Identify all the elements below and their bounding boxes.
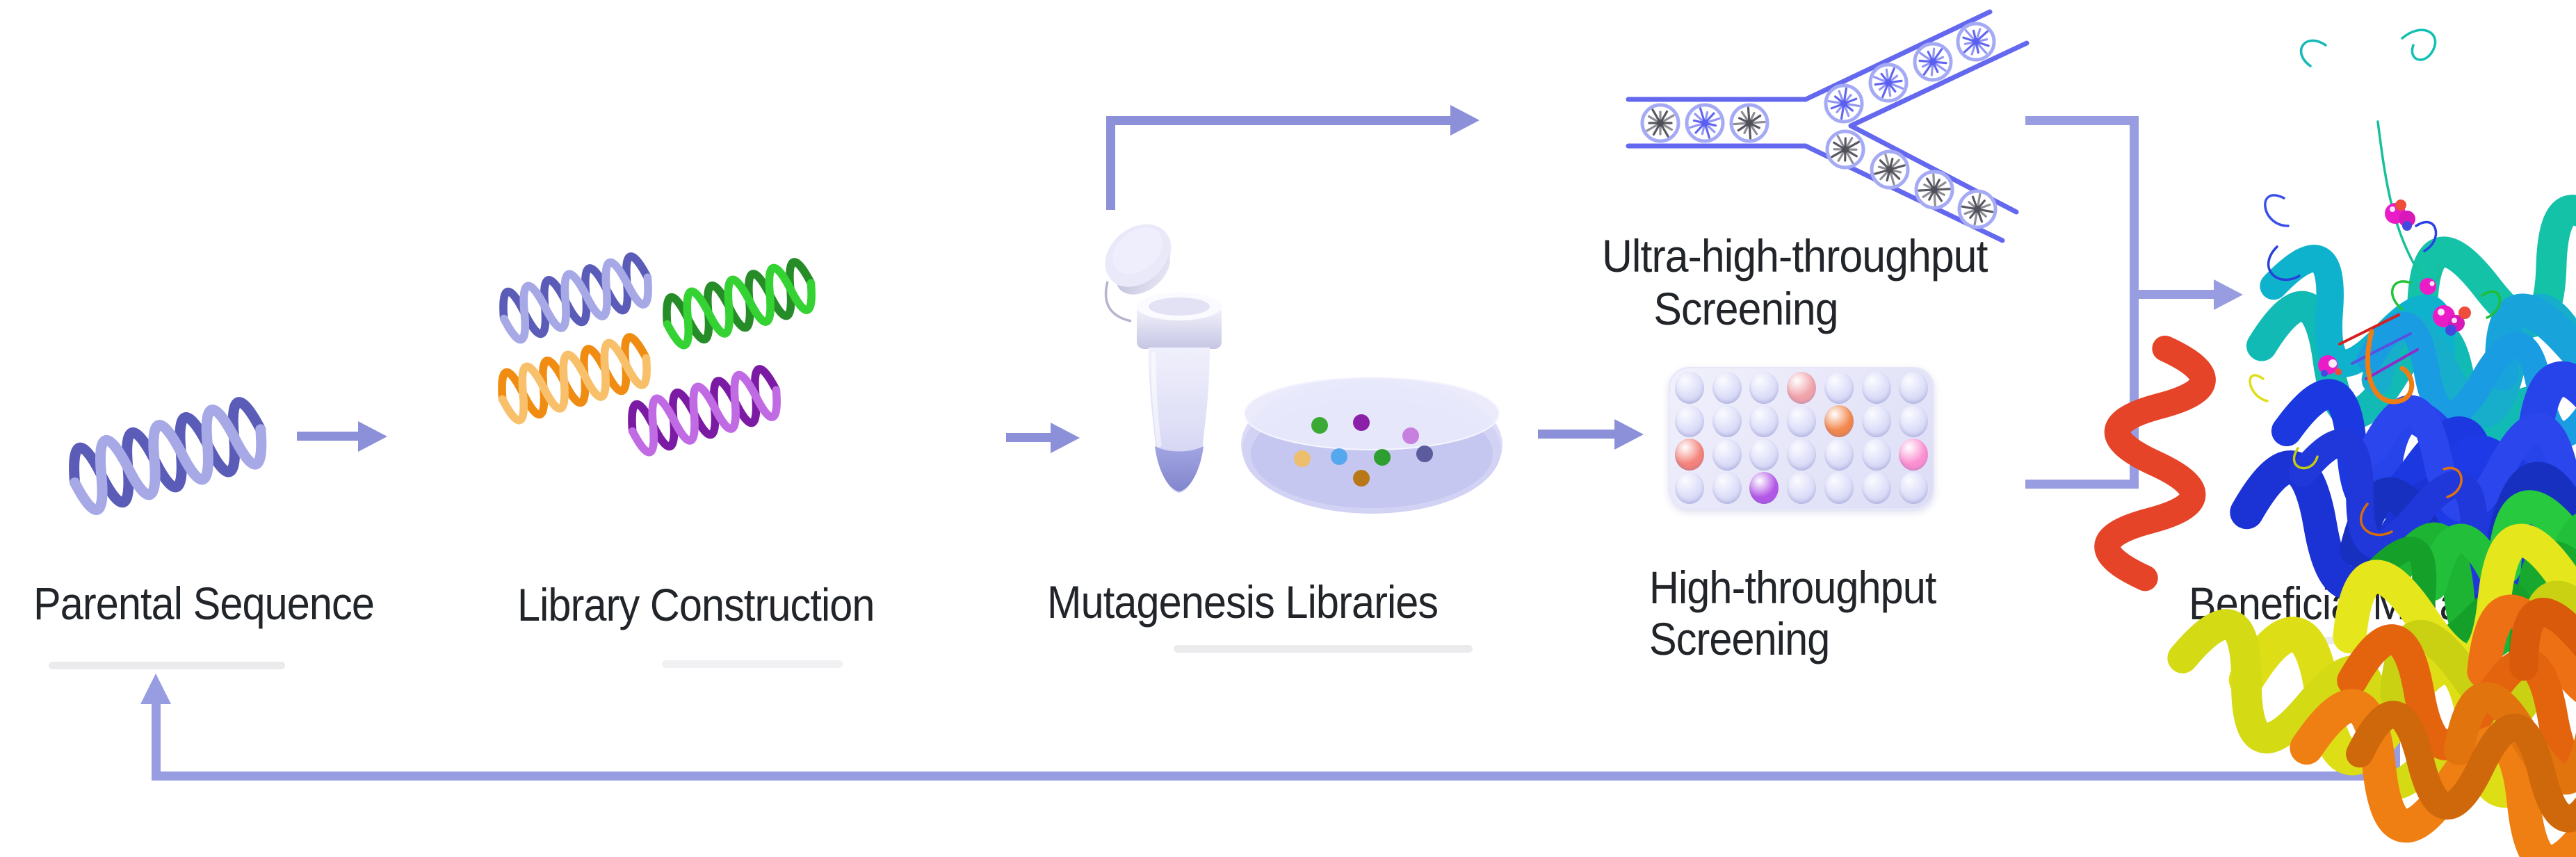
colony <box>1353 470 1370 487</box>
plate-well <box>1675 472 1704 504</box>
arrowhead-mutagenesis-to-hts <box>1614 419 1644 450</box>
label-mutagenesis-libraries: Mutagenesis Libraries <box>1047 576 1439 628</box>
ghost-mark <box>662 660 843 668</box>
colony <box>1294 450 1311 467</box>
parental-dna-helix-icon <box>65 398 270 514</box>
ligand-spheres <box>2318 199 2471 377</box>
droplet-blue <box>1868 63 1909 103</box>
colony <box>1402 427 1419 444</box>
plate-well <box>1899 439 1929 471</box>
colony <box>1353 414 1370 431</box>
droplet-gray <box>1825 129 1865 170</box>
microcentrifuge-tube-icon <box>1104 224 1222 493</box>
plate-well <box>1899 472 1929 504</box>
plate-well <box>1861 372 1891 404</box>
feedback-loop-arrowhead-up <box>140 674 171 704</box>
arrow-mutagenesis-to-uhts-horizontal <box>1106 116 1450 125</box>
plate-well <box>1824 439 1854 471</box>
plate-well <box>1712 439 1742 471</box>
tube-liquid <box>1155 446 1204 491</box>
plate-well <box>1787 472 1817 504</box>
droplet-blue <box>1956 22 1996 62</box>
droplet-blue <box>1824 83 1864 124</box>
colony <box>1311 417 1328 434</box>
plate-well <box>1861 405 1891 437</box>
droplet-gray <box>1640 103 1680 143</box>
plate-well <box>1712 405 1742 437</box>
tube-hinge <box>1104 281 1132 323</box>
bracket-bottom-segment <box>2025 480 2139 489</box>
plate-well <box>1899 372 1929 404</box>
arrowhead-library-to-mutagenesis <box>1051 423 1080 453</box>
droplet-gray <box>1729 103 1769 143</box>
plate-well <box>1712 372 1742 404</box>
arrowhead-parental-to-library <box>358 421 387 452</box>
protein-structure-icon <box>2235 28 2506 553</box>
plate-well <box>1712 472 1742 504</box>
droplet-gray <box>1870 149 1910 190</box>
tube-cap-collar <box>1137 293 1222 349</box>
arrowhead-mutagenesis-to-uhts <box>1450 105 1480 136</box>
library-dna-helix-purple-icon <box>625 366 784 455</box>
ghost-mark <box>1174 645 1473 653</box>
label-library-construction: Library Construction <box>517 579 875 630</box>
colony <box>1416 446 1433 462</box>
ghost-mark <box>49 662 285 669</box>
colony-layer <box>1294 414 1433 487</box>
label-high-line1: High-throughput <box>1649 562 1936 613</box>
plate-well <box>1787 405 1817 437</box>
plate-well <box>1749 405 1779 437</box>
feedback-loop-bottom <box>152 772 2400 781</box>
tube-lid <box>1105 224 1172 295</box>
feedback-loop-left-vertical <box>152 702 161 781</box>
droplet-layer <box>1640 22 1998 229</box>
microfluidic-droplet-sorter-icon <box>1626 9 2030 243</box>
plate-well <box>1824 372 1854 404</box>
plate-well <box>1749 472 1779 504</box>
label-high-throughput-screening: High-throughput Screening <box>1649 562 1936 664</box>
plate-well <box>1675 372 1704 404</box>
arrow-library-to-mutagenesis <box>1006 433 1051 442</box>
droplet-gray <box>1914 170 1954 210</box>
colony <box>1374 449 1391 466</box>
arrow-parental-to-library <box>297 432 358 441</box>
library-dna-helix-green-icon <box>660 259 818 348</box>
plate-well <box>1675 439 1704 471</box>
arrowhead-screening-to-beneficial <box>2214 279 2243 310</box>
arrow-screening-to-beneficial <box>2139 290 2214 299</box>
droplet-blue <box>1685 103 1725 143</box>
microplate-icon <box>1669 367 1934 509</box>
bracket-vertical-segment <box>2130 116 2139 489</box>
petri-rim <box>1245 377 1499 450</box>
droplet-blue <box>1913 42 1953 82</box>
plate-well <box>1787 439 1817 471</box>
plate-well <box>1824 472 1854 504</box>
arrow-mutagenesis-to-uhts-vertical <box>1106 116 1115 210</box>
plate-well <box>1824 405 1854 437</box>
label-parental-sequence: Parental Sequence <box>33 578 375 629</box>
bracket-top-segment <box>2025 116 2139 125</box>
plate-well <box>1861 472 1891 504</box>
plate-well <box>1787 372 1817 404</box>
label-high-line2: Screening <box>1649 613 1830 664</box>
library-dna-helix-blue-icon <box>496 253 655 343</box>
arrow-mutagenesis-to-hts <box>1538 430 1614 439</box>
colony <box>1331 448 1347 465</box>
plate-well <box>1861 439 1891 471</box>
plate-well <box>1675 405 1704 437</box>
petri-dish-icon <box>1241 377 1502 514</box>
plate-well <box>1749 372 1779 404</box>
plate-well <box>1899 405 1929 437</box>
label-ultra-line2: Screening <box>1653 283 1838 334</box>
plate-well <box>1749 439 1779 471</box>
droplet-gray <box>1957 189 1998 229</box>
